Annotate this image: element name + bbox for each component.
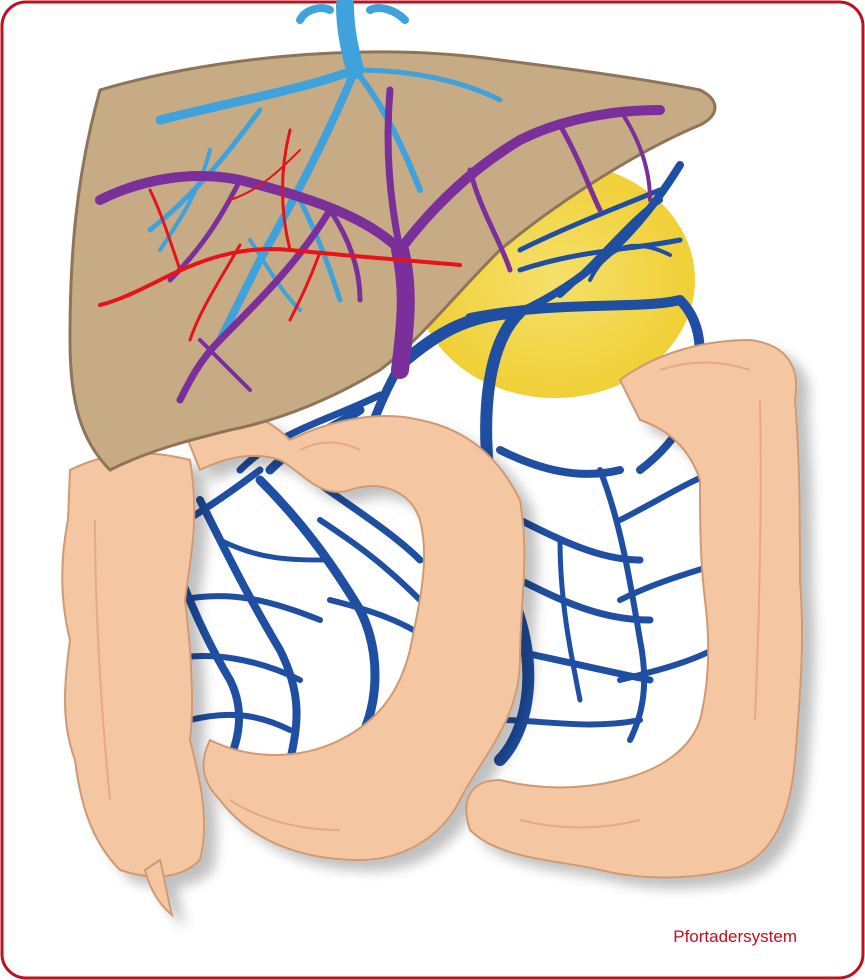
figure-caption: Pfortadersystem: [673, 927, 797, 947]
portal-vein-trunk: [400, 250, 406, 370]
ascending-colon: [62, 453, 204, 876]
inferior-vena-cava-top: [345, 5, 355, 70]
